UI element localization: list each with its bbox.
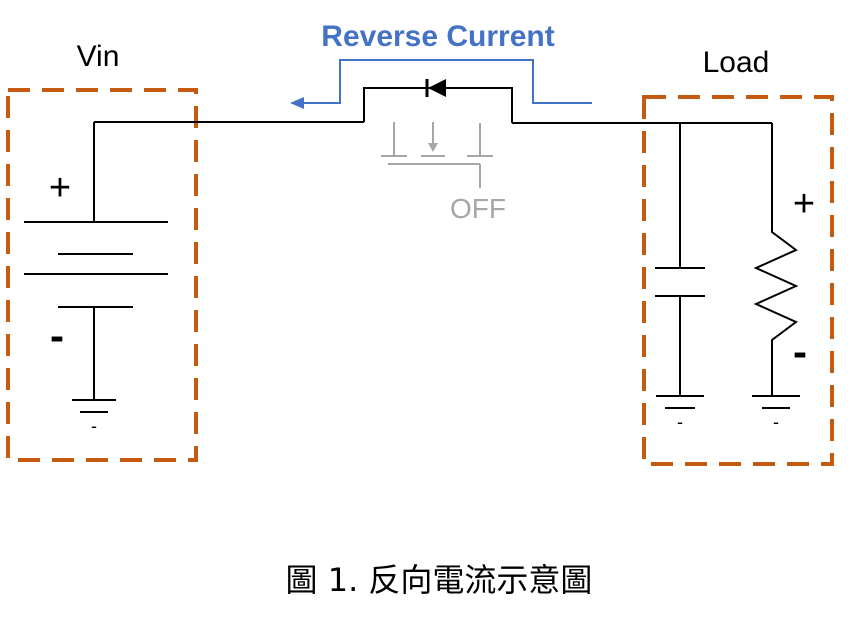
load-capacitor: [655, 123, 705, 396]
reverse-current-arrowhead: [290, 97, 304, 109]
mosfet-off-label: OFF: [450, 193, 506, 224]
vin-ground-mark: -: [91, 416, 97, 436]
load-resistor: [753, 123, 799, 396]
battery-symbol: [24, 122, 168, 400]
resistor-ground-symbol: [752, 395, 800, 409]
resistor-ground-mark: -: [773, 412, 779, 432]
capacitor-ground-symbol: [656, 395, 704, 409]
body-diode: [363, 79, 513, 123]
mosfet-arrow: [428, 143, 438, 152]
vin-ground-symbol: [72, 399, 116, 413]
load-label: Load: [703, 46, 770, 79]
vin-label: Vin: [77, 40, 120, 73]
vin-source-box: [6, 88, 198, 462]
load-box: [642, 95, 834, 466]
load-negative-sign: -: [793, 328, 807, 375]
capacitor-ground-mark: -: [677, 412, 683, 432]
figure-caption: 圖 1. 反向電流示意圖: [286, 561, 593, 599]
diode-triangle: [428, 79, 446, 97]
vin-positive-sign: +: [49, 167, 71, 209]
mosfet-off-symbol: [381, 122, 493, 188]
reverse-current-label: Reverse Current: [321, 20, 554, 53]
vin-negative-sign: -: [50, 312, 64, 359]
load-positive-sign: +: [793, 183, 815, 225]
reverse-current-path: [302, 59, 592, 104]
